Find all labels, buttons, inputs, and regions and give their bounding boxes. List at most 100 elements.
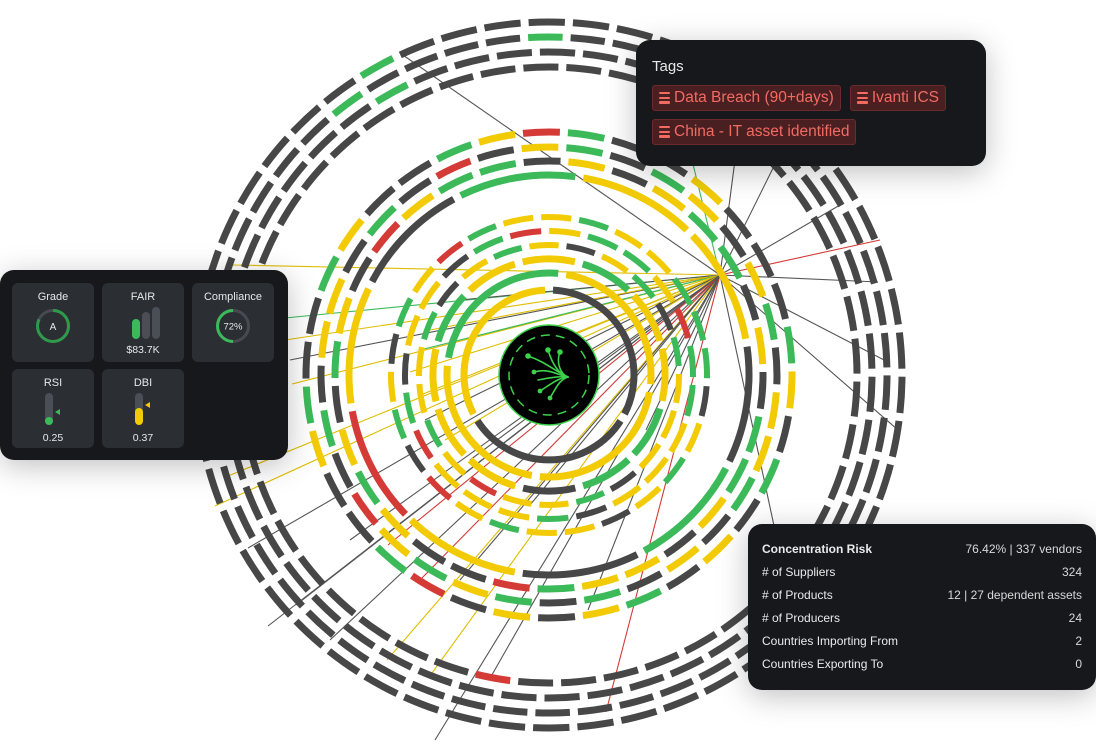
vendor-segment[interactable] xyxy=(581,260,631,293)
vendor-segment[interactable] xyxy=(744,261,767,298)
vendor-segment[interactable] xyxy=(502,493,532,507)
vendor-segment[interactable] xyxy=(280,160,308,193)
vendor-segment[interactable] xyxy=(740,283,760,321)
vendor-segment[interactable] xyxy=(320,409,336,448)
vendor-segment[interactable] xyxy=(529,242,559,250)
vendor-segment[interactable] xyxy=(408,517,516,576)
vendor-segment[interactable] xyxy=(517,678,554,687)
vendor-segment[interactable] xyxy=(865,333,876,369)
vendor-segment[interactable] xyxy=(331,90,364,118)
vendor-segment[interactable] xyxy=(404,444,427,473)
vendor-segment[interactable] xyxy=(521,255,576,266)
vendor-segment[interactable] xyxy=(323,472,348,508)
vendor-segment[interactable] xyxy=(522,128,561,137)
vendor-segment[interactable] xyxy=(629,673,665,692)
vendor-segment[interactable] xyxy=(528,18,566,27)
vendor-segment[interactable] xyxy=(467,260,517,293)
vendor-segment[interactable] xyxy=(536,514,569,522)
vendor-segment[interactable] xyxy=(325,587,357,617)
vendor-segment[interactable] xyxy=(842,423,857,460)
vendor-segment[interactable] xyxy=(707,633,742,659)
vendor-segment[interactable] xyxy=(662,456,686,485)
vendor-segment[interactable] xyxy=(458,681,495,697)
vendor-segment[interactable] xyxy=(351,491,379,526)
vendor-segment[interactable] xyxy=(440,26,478,43)
vendor-segment[interactable] xyxy=(575,504,608,520)
vendor-segment[interactable] xyxy=(609,152,647,172)
vendor-segment[interactable] xyxy=(620,707,658,724)
vendor-segment[interactable] xyxy=(301,159,330,191)
vendor-segment[interactable] xyxy=(786,179,813,213)
vendor-segment[interactable] xyxy=(218,208,240,245)
vendor-segment[interactable] xyxy=(438,73,474,91)
vendor-segment[interactable] xyxy=(509,228,542,240)
vendor-segment[interactable] xyxy=(582,50,619,63)
vendor-segment[interactable] xyxy=(566,64,602,75)
vendor-segment[interactable] xyxy=(725,457,749,494)
vendor-segment[interactable] xyxy=(437,171,474,195)
vendor-segment[interactable] xyxy=(374,544,408,574)
vendor-segment[interactable] xyxy=(523,63,559,72)
vendor-segment[interactable] xyxy=(874,417,888,453)
vendor-segment[interactable] xyxy=(631,407,664,457)
vendor-segment[interactable] xyxy=(323,77,357,105)
vendor-segment[interactable] xyxy=(417,667,453,687)
vendor-segment[interactable] xyxy=(433,657,470,676)
vendor-segment[interactable] xyxy=(476,146,515,162)
vendor-segment[interactable] xyxy=(331,340,342,379)
vendor-segment[interactable] xyxy=(880,332,891,368)
vendor-segment[interactable] xyxy=(560,675,597,687)
vendor-segment[interactable] xyxy=(421,310,438,341)
vendor-segment[interactable] xyxy=(293,618,325,649)
vendor-segment[interactable] xyxy=(467,457,517,490)
vendor-segment[interactable] xyxy=(366,69,400,93)
vendor-segment[interactable] xyxy=(436,280,460,308)
vendor-segment[interactable] xyxy=(450,562,487,583)
vendor-segment[interactable] xyxy=(698,657,732,681)
vendor-segment[interactable] xyxy=(824,210,848,245)
vendor-segment[interactable] xyxy=(237,170,263,206)
vendor-segment[interactable] xyxy=(638,442,662,470)
vendor-segment[interactable] xyxy=(219,509,242,546)
vendor-segment[interactable] xyxy=(609,470,637,492)
vendor-segment[interactable] xyxy=(399,86,434,109)
vendor-segment[interactable] xyxy=(896,376,906,414)
vendor-segment[interactable] xyxy=(415,346,425,377)
vendor-segment[interactable] xyxy=(488,518,520,534)
vendor-segment[interactable] xyxy=(443,365,533,479)
vendor-segment[interactable] xyxy=(497,507,530,521)
vendor-segment[interactable] xyxy=(810,215,833,250)
vendor-segment[interactable] xyxy=(274,519,299,553)
vendor-segment[interactable] xyxy=(483,19,521,32)
vendor-segment[interactable] xyxy=(669,656,705,678)
vendor-segment[interactable] xyxy=(258,195,283,230)
vendor-segment[interactable] xyxy=(663,529,697,558)
vendor-segment[interactable] xyxy=(575,490,606,506)
vendor-segment[interactable] xyxy=(349,256,373,293)
vendor-segment[interactable] xyxy=(249,180,274,214)
vendor-segment[interactable] xyxy=(359,55,395,79)
vendor-segment[interactable] xyxy=(752,435,772,473)
rsi-card[interactable]: RSI 0.25 xyxy=(12,369,94,448)
vendor-segment[interactable] xyxy=(843,249,863,285)
vendor-segment[interactable] xyxy=(658,347,669,402)
vendor-segment[interactable] xyxy=(434,407,467,457)
vendor-segment[interactable] xyxy=(405,314,421,347)
vendor-segment[interactable] xyxy=(612,484,642,507)
vendor-segment[interactable] xyxy=(449,594,487,614)
vendor-segment[interactable] xyxy=(845,461,864,497)
vendor-segment[interactable] xyxy=(624,555,661,579)
vendor-segment[interactable] xyxy=(488,719,526,731)
vendor-segment[interactable] xyxy=(843,295,858,332)
vendor-segment[interactable] xyxy=(433,462,460,489)
vendor-segment[interactable] xyxy=(450,695,486,711)
vendor-segment[interactable] xyxy=(335,296,353,335)
vendor-segment[interactable] xyxy=(444,709,482,725)
vendor-segment[interactable] xyxy=(526,528,557,536)
vendor-segment[interactable] xyxy=(435,141,473,163)
vendor-segment[interactable] xyxy=(492,608,531,621)
vendor-segment[interactable] xyxy=(496,49,533,60)
vendor-segment[interactable] xyxy=(655,302,674,331)
vendor-segment[interactable] xyxy=(535,708,571,717)
vendor-segment[interactable] xyxy=(371,221,401,254)
